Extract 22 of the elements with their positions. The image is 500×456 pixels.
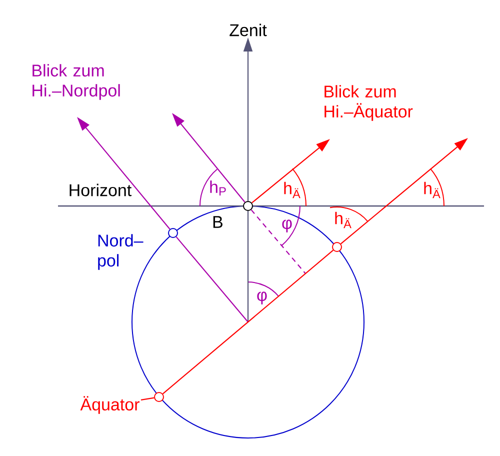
point-marker bbox=[332, 242, 342, 252]
leader-line bbox=[140, 397, 154, 400]
horizon-label: Horizont bbox=[70, 184, 132, 196]
point-marker bbox=[154, 392, 164, 402]
equator-label: Äquator bbox=[80, 396, 140, 414]
point-label: B bbox=[213, 216, 222, 228]
line bbox=[176, 236, 248, 322]
angle-label: h$_{Ä}$ bbox=[284, 182, 300, 198]
angle-label: h$_{P}$ bbox=[210, 180, 226, 196]
angle-label: φ bbox=[257, 292, 267, 304]
caption-text: Blick zum Hi.–Nordpol bbox=[32, 64, 120, 100]
zenith-label: Zenit bbox=[230, 24, 267, 36]
point-label: Nord– pol bbox=[98, 234, 144, 270]
line bbox=[162, 250, 334, 394]
angle-label: φ bbox=[282, 220, 292, 232]
line bbox=[247, 211, 249, 322]
caption-text: Blick zum Hi.–Äquator bbox=[324, 85, 413, 121]
point-marker bbox=[168, 228, 178, 238]
point-marker bbox=[243, 201, 253, 211]
angle-label: h$_{Ä}$ bbox=[424, 182, 440, 198]
dashed-line bbox=[250, 209, 306, 274]
angle-label: h$_{Ä}$ bbox=[335, 212, 352, 228]
